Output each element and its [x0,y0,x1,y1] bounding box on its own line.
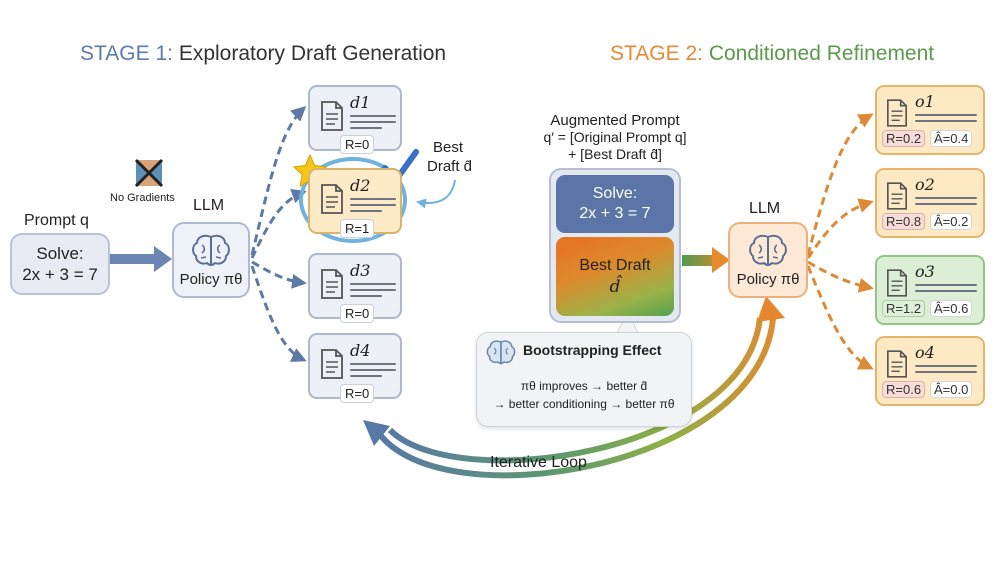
augmented-line-2: q′ = [Original Prompt q] [543,129,687,145]
llm1-label: LLM [193,197,225,214]
output-card-3: o3 R=1.2 Â=0.6 [875,255,985,325]
llm2-label: LLM [749,200,781,217]
output-card-2: o2 R=0.8 Â=0.2 [875,168,985,238]
brain-icon [749,234,787,266]
draft-lines [350,115,396,133]
output-name: o3 [915,262,935,281]
llm1-policy: Policy πθ [179,270,243,288]
document-icon [321,184,343,214]
draft-reward-3: R=0 [340,304,375,323]
draft-lines [350,363,396,381]
augmented-solve-1: Solve: [592,185,638,202]
stage2-prefix: STAGE 2: [610,42,703,65]
output-lines [915,365,977,377]
iterative-loop-label: Iterative Loop [490,454,587,471]
augmented-title: Augmented Prompt [550,112,680,129]
output-advantage: Â=0.4 [930,130,973,147]
draft-name: d2 [350,176,371,195]
draft-fan-arrows [250,105,307,362]
stage1-rest: Exploratory Draft Generation [172,42,447,65]
bootstrapping-box: Bootstrapping Effect πθ improves → bette… [476,332,692,427]
augmented-solve-block: Solve: 2x + 3 = 7 [556,175,674,233]
iterative-loop-arrow [363,296,785,479]
augmented-to-llm-arrow [682,247,730,273]
stage1-title: STAGE 1: Exploratory Draft Generation [80,42,446,66]
output-reward: R=0.6 [882,381,926,398]
draft-reward-2: R=1 [340,219,375,238]
output-reward: R=1.2 [882,300,926,317]
output-advantage: Â=0.0 [930,381,973,398]
best-draft-pointer [416,179,456,209]
draft-name: d1 [350,93,371,112]
stage1-prefix: STAGE 1: [80,42,173,65]
stage2-title: STAGE 2: Conditioned Refinement [610,42,934,66]
output-card-1: o1 R=0.2 Â=0.4 [875,85,985,155]
draft-name: d3 [350,261,371,280]
augmented-header: Augmented Prompt q′ = [Original Prompt q… [520,112,710,163]
document-icon [887,350,907,378]
augmented-bd-symbol: d̂ [609,276,621,297]
document-icon [887,182,907,210]
document-icon [887,99,907,127]
output-card-4: o4 R=0.6 Â=0.0 [875,336,985,406]
prompt-line-2: 2x + 3 = 7 [22,265,98,284]
brain-icon [192,234,230,266]
llm1-box: Policy πθ [172,222,250,298]
augmented-bd-label: Best Draft [579,256,651,274]
best-draft-label: Best Draft d̂ [427,138,472,176]
prompt-line-1: Solve: [36,244,84,263]
llm2-box: Policy πθ [728,222,808,298]
document-icon [321,101,343,131]
draft-name: d4 [350,341,371,360]
output-name: o2 [915,175,935,194]
best-draft-line-1: Best [433,139,464,156]
output-lines [915,284,977,296]
best-draft-highlight [299,157,407,243]
output-lines [915,114,977,126]
best-draft-line-2: Draft d̂ [427,158,473,175]
output-advantage: Â=0.2 [930,213,973,230]
output-name: o4 [915,343,935,362]
bootstrap-line-2: → better conditioning → better πθ [493,397,675,411]
prompt-to-llm-arrow [110,246,172,272]
document-icon [321,349,343,379]
output-name: o1 [915,92,935,111]
no-gradients-label: No Gradients [110,192,175,204]
augmented-prompt-box: Solve: 2x + 3 = 7 Best Draft d̂ [549,168,681,323]
output-lines [915,197,977,209]
bootstrap-title: Bootstrapping Effect [523,342,662,358]
no-gradients-icon [134,158,164,188]
llm2-policy: Policy πθ [736,270,800,288]
document-icon [887,269,907,297]
prompt-box: Solve: 2x + 3 = 7 [10,233,110,295]
output-fan-arrows [806,113,874,370]
draft-lines [350,283,396,301]
brain-icon [486,340,516,365]
bootstrap-line-1: πθ improves → better d̂ [520,379,648,393]
output-advantage: Â=0.6 [930,300,973,317]
stage2-rest: Conditioned Refinement [702,42,935,65]
augmented-best-draft-block: Best Draft d̂ [556,237,674,316]
draft-lines [350,198,396,216]
augmented-line-3: + [Best Draft d̂] [568,146,662,162]
output-reward: R=0.8 [882,213,926,230]
document-icon [321,269,343,299]
draft-reward-1: R=0 [340,135,375,154]
draft-reward-4: R=0 [340,384,375,403]
prompt-label: Prompt q [24,212,89,229]
augmented-solve-2: 2x + 3 = 7 [579,205,651,222]
output-reward: R=0.2 [882,130,926,147]
